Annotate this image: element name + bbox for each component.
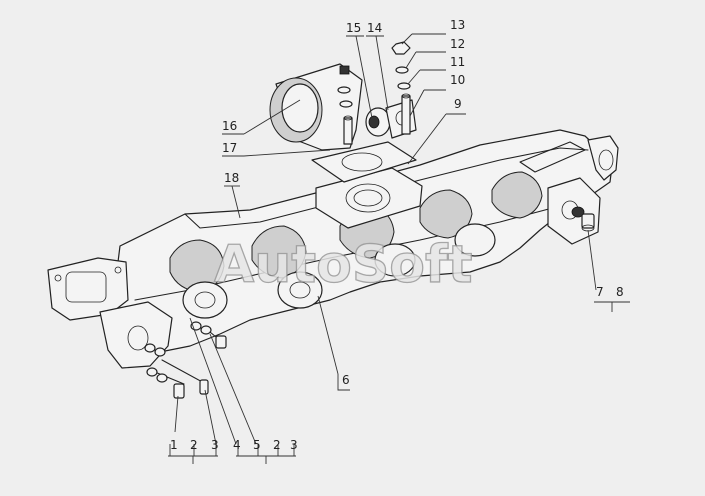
callout-13: 13	[450, 18, 465, 32]
callout-17: 17	[222, 141, 237, 155]
callout-1: 1	[170, 438, 178, 452]
callout-16: 16	[222, 119, 237, 133]
callout-labels: 1 2 3 4 5 2 3 6 7 8 9 10 11 12 13 14 15 …	[170, 18, 624, 452]
callout-10: 10	[450, 73, 465, 87]
callout-3b: 3	[290, 438, 298, 452]
callout-9: 9	[454, 97, 462, 111]
left-end-flange	[47, 257, 129, 321]
callout-18: 18	[224, 171, 239, 185]
callout-2a: 2	[190, 438, 198, 452]
callout-6: 6	[342, 373, 350, 387]
nut-washers-stud-10-13	[391, 41, 411, 135]
lower-left-mount	[99, 301, 173, 369]
callout-12: 12	[450, 37, 465, 51]
mounting-flange-pad	[315, 167, 423, 229]
plug-washer-7-8	[571, 206, 595, 232]
elbow-studs-nuts	[337, 65, 353, 145]
gasket-17	[311, 141, 417, 183]
watermark-text: AutoSoft	[214, 235, 473, 295]
leader-lines	[168, 33, 630, 464]
callout-15: 15	[346, 21, 361, 35]
callout-11: 11	[450, 55, 465, 69]
callout-5: 5	[253, 438, 261, 452]
callout-14: 14	[367, 21, 382, 35]
callout-2b: 2	[273, 438, 281, 452]
callout-3a: 3	[211, 438, 219, 452]
elbow-pipe-16	[269, 63, 363, 151]
callout-4: 4	[233, 438, 241, 452]
callout-7: 7	[596, 285, 604, 299]
bolts-washers-1-5	[144, 321, 227, 399]
exhaust-manifold	[117, 129, 619, 353]
callout-8: 8	[616, 285, 624, 299]
